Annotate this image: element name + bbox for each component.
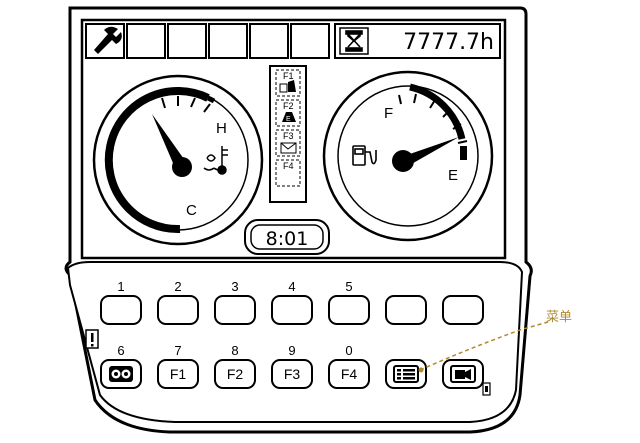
key-1-number: 1	[117, 279, 125, 294]
message-envelope-icon	[280, 142, 297, 154]
key-8-f2-label: F2	[226, 366, 244, 382]
status-box-3	[167, 23, 207, 59]
fuel-pump-icon	[352, 145, 377, 166]
function-indicator-column: F1 F2 F3 F4 E	[269, 65, 307, 203]
key-9-number: 9	[288, 343, 296, 358]
fuel-needle	[404, 137, 459, 166]
fuel-gauge: F E	[322, 70, 494, 242]
coolant-temperature-icon	[203, 146, 228, 175]
fuel-full-label: F	[384, 105, 393, 122]
menu-list-icon	[393, 365, 419, 383]
key-9-f3[interactable]	[271, 359, 313, 389]
key-0-f4-label: F4	[340, 366, 358, 382]
key-0-f4[interactable]	[328, 359, 370, 389]
key-3-number: 3	[231, 279, 239, 294]
clock-display: 8:01	[244, 219, 330, 255]
function-slot-f3-label: F3	[283, 131, 294, 141]
key-0-number: 0	[345, 343, 353, 358]
status-box-6	[290, 23, 330, 59]
power-mode-icon: E	[282, 112, 296, 123]
key-2[interactable]	[157, 295, 199, 325]
key-7-f1[interactable]	[157, 359, 199, 389]
key-blank-a[interactable]	[385, 295, 427, 325]
fuel-scale-band	[409, 83, 466, 140]
hour-meter-value: 7777.7h	[403, 30, 494, 55]
function-slot-f4-label: F4	[283, 161, 294, 171]
temperature-hot-label: H	[216, 120, 227, 137]
key-8-f2[interactable]	[214, 359, 256, 389]
temperature-cold-label: C	[186, 202, 197, 219]
keypad-top-row	[100, 295, 484, 325]
key-5[interactable]	[328, 295, 370, 325]
key-7-number: 7	[174, 343, 182, 358]
key-3[interactable]	[214, 295, 256, 325]
key-2-number: 2	[174, 279, 182, 294]
buzzer-cancel-icon	[109, 366, 133, 382]
work-mode-icon	[279, 80, 296, 93]
fuel-empty-label: E	[448, 167, 458, 184]
menu-annotation-leader	[418, 321, 549, 373]
key-8-number: 8	[231, 343, 239, 358]
key-4-number: 4	[288, 279, 296, 294]
menu-annotation-label: 菜单	[546, 310, 573, 325]
wrench-icon	[94, 26, 122, 54]
coolant-temperature-gauge: H C	[92, 74, 264, 246]
key-6-number: 6	[117, 343, 125, 358]
clock-time: 8:01	[266, 228, 309, 250]
key-5-number: 5	[345, 279, 353, 294]
key-9-f3-label: F3	[283, 366, 301, 382]
status-box-4	[208, 23, 248, 59]
function-slot-f2-label: F2	[283, 101, 294, 111]
status-box-2	[126, 23, 166, 59]
temperature-scale-band	[104, 87, 210, 234]
function-slot-f1-label: F1	[283, 71, 294, 81]
key-1[interactable]	[100, 295, 142, 325]
temperature-needle	[152, 114, 186, 170]
key-7-f1-label: F1	[169, 366, 187, 382]
camera-icon	[450, 365, 476, 383]
key-4[interactable]	[271, 295, 313, 325]
svg-text:E: E	[286, 116, 291, 123]
status-box-5	[249, 23, 289, 59]
keypad-lock-icon	[482, 382, 491, 396]
function-slot-f4	[275, 159, 301, 187]
key-blank-b[interactable]	[442, 295, 484, 325]
hourglass-icon	[345, 30, 363, 52]
alert-icon	[85, 329, 99, 349]
